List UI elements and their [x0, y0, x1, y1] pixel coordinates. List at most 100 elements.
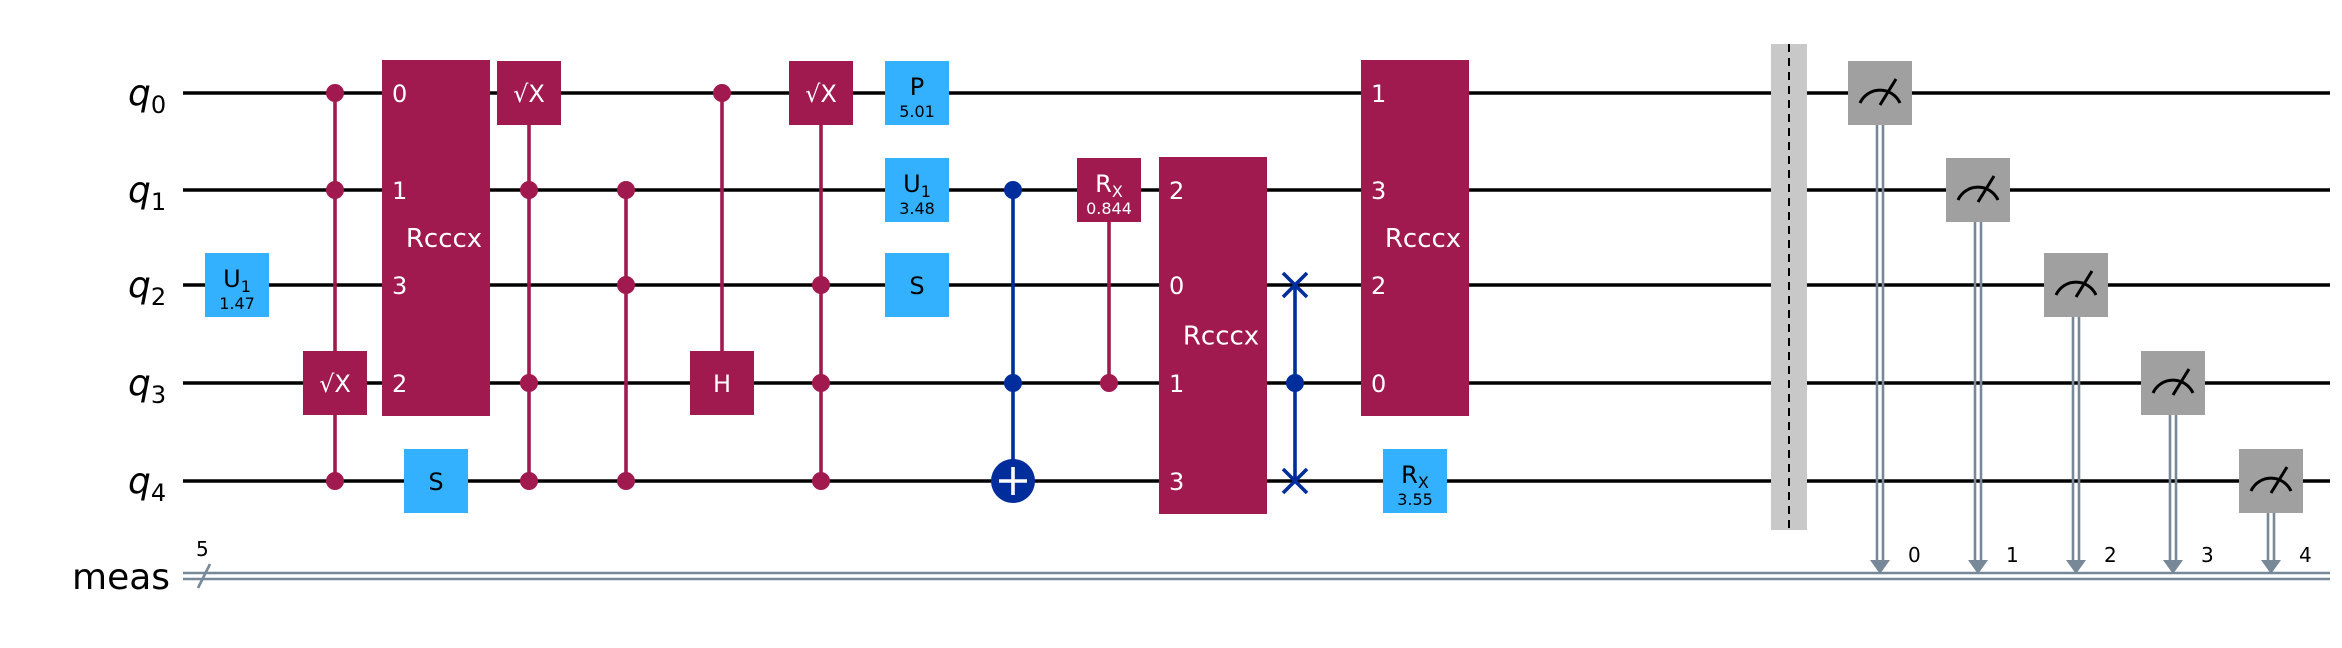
- gate-0-u-box: [205, 253, 269, 317]
- qubit-label-3: q3: [128, 363, 166, 409]
- gate-10-s-label: S: [909, 272, 924, 300]
- measure-arrow-2: [2066, 560, 2086, 574]
- meter-arc-icon-3: [2151, 378, 2195, 394]
- gate-4-sqrt-x-box: [497, 61, 561, 125]
- gate-2-rcccx-label: Rcccx: [406, 224, 482, 254]
- gate-4-control-dot-q1: [520, 181, 538, 199]
- gate-15-rcccx-box: [1361, 60, 1469, 416]
- measure-arrow-0: [1870, 560, 1890, 574]
- gate-2-rcccx-port-q2: 3: [392, 272, 407, 300]
- gate-16-r-box: [1383, 449, 1447, 513]
- gate-12-control-dot: [1100, 374, 1118, 392]
- gate-7-control-dot-q2: [812, 276, 830, 294]
- gate-13-rcccx-port-q1: 2: [1169, 177, 1184, 205]
- gate-7-sqrt-x-label: √X: [805, 80, 837, 108]
- measure-bit-label-1: 1: [2006, 543, 2019, 567]
- measure-box-3: [2141, 351, 2205, 415]
- meter-arc-icon-1: [1956, 185, 2000, 201]
- gate-1-control-dot-q1: [326, 181, 344, 199]
- gate-15-rcccx-port-q0: 1: [1371, 80, 1386, 108]
- measure-bit-label-0: 0: [1908, 543, 1921, 567]
- meter-needle-icon-4: [2269, 466, 2289, 494]
- gate-1-control-dot-q4: [326, 472, 344, 490]
- gate-12-rx-box: [1077, 158, 1141, 222]
- measurements-layer: 0 1 2 3 4: [1848, 61, 2312, 574]
- qubit-label-2: q2: [128, 265, 166, 311]
- gate-7-control-dot-q3: [812, 374, 830, 392]
- measure-box-0: [1848, 61, 1912, 125]
- gate-14-control-dot: [1286, 374, 1304, 392]
- gate-15-rcccx-port-q2: 2: [1371, 272, 1386, 300]
- meter-arc-icon-4: [2249, 476, 2293, 492]
- gate-16-r-label: RX: [1401, 461, 1429, 492]
- meter-needle-icon-1: [1976, 175, 1996, 203]
- meter-needle-icon-3: [2171, 368, 2191, 396]
- gate-4-control-dot-q3: [520, 374, 538, 392]
- gate-6-h-label: H: [713, 370, 731, 398]
- gate-7-sqrt-x-box: [789, 61, 853, 125]
- qubit-label-0: q0: [128, 73, 166, 119]
- classical-bundle-slash: [196, 563, 212, 589]
- gate-14-swap-cross-b-q4: [1281, 467, 1309, 495]
- gate-3-s-box: [404, 449, 468, 513]
- gate-5-control-dot-q4: [617, 472, 635, 490]
- gate-2-rcccx-box: [382, 60, 490, 416]
- measure-bit-label-3: 3: [2201, 543, 2214, 567]
- gate-13-rcccx-label: Rcccx: [1183, 322, 1259, 352]
- gate-2-rcccx-port-q3: 2: [392, 370, 407, 398]
- gate-12-rx-param: 0.844: [1086, 199, 1132, 218]
- gate-1-control-dot-q0: [326, 84, 344, 102]
- qubit-label-4: q4: [128, 461, 166, 507]
- gate-4-control-dot-q4: [520, 472, 538, 490]
- measure-box-1: [1946, 158, 2010, 222]
- gate-9-u-label: U1: [903, 170, 931, 201]
- gate-10-s-box: [885, 253, 949, 317]
- gate-5-control-dot-q2: [617, 276, 635, 294]
- gate-13-rcccx-port-q4: 3: [1169, 468, 1184, 496]
- measure-arrow-4: [2261, 560, 2281, 574]
- measure-arrow-3: [2163, 560, 2183, 574]
- gate-13-rcccx-box: [1159, 157, 1267, 514]
- gate-15-rcccx-port-q1: 3: [1371, 177, 1386, 205]
- measure-bit-label-2: 2: [2104, 543, 2117, 567]
- measure-bit-label-4: 4: [2299, 543, 2312, 567]
- meter-arc-icon-0: [1858, 88, 1902, 104]
- measure-box-2: [2044, 253, 2108, 317]
- gate-5-control-dot-q1: [617, 181, 635, 199]
- gate-0-u-param: 1.47: [219, 294, 255, 313]
- gate-2-rcccx-port-q0: 0: [392, 80, 407, 108]
- gate-8-p-param: 5.01: [899, 102, 935, 121]
- gate-6-control-dot-q0: [713, 84, 731, 102]
- gate-3-s-label: S: [428, 468, 443, 496]
- register-labels: q0 q1 q2 q3 q4 meas: [72, 73, 170, 598]
- meter-needle-icon-0: [1878, 78, 1898, 106]
- gate-15-rcccx-label: Rcccx: [1385, 224, 1461, 254]
- gate-13-rcccx-port-q3: 1: [1169, 370, 1184, 398]
- gate-7-control-dot-q4: [812, 472, 830, 490]
- gate-11-control-dot-q1: [1004, 181, 1022, 199]
- measure-box-4: [2239, 449, 2303, 513]
- gate-8-p-box: [885, 61, 949, 125]
- gate-2-rcccx-port-q1: 1: [392, 177, 407, 205]
- gate-1-sqrt-x-box: [303, 351, 367, 415]
- gate-11-control-dot-q3: [1004, 374, 1022, 392]
- measure-arrow-1: [1968, 560, 1988, 574]
- gate-13-rcccx-port-q2: 0: [1169, 272, 1184, 300]
- gate-6-h-box: [690, 351, 754, 415]
- gate-4-sqrt-x-label: √X: [513, 80, 545, 108]
- gate-8-p-label: P: [910, 73, 924, 101]
- gate-9-u-box: [885, 158, 949, 222]
- gate-1-sqrt-x-label: √X: [319, 370, 351, 398]
- gate-12-rx-label: RX: [1095, 170, 1123, 201]
- gate-15-rcccx-port-q3: 0: [1371, 370, 1386, 398]
- meter-needle-icon-2: [2074, 270, 2094, 298]
- classical-register-label: meas: [72, 557, 170, 598]
- classical-register-size: 5: [196, 537, 209, 561]
- gate-16-r-param: 3.55: [1397, 490, 1433, 509]
- meter-arc-icon-2: [2054, 280, 2098, 296]
- gate-0-u-label: U1: [223, 265, 251, 296]
- qubit-label-1: q1: [128, 170, 166, 216]
- gate-14-swap-cross-b-q2: [1281, 271, 1309, 299]
